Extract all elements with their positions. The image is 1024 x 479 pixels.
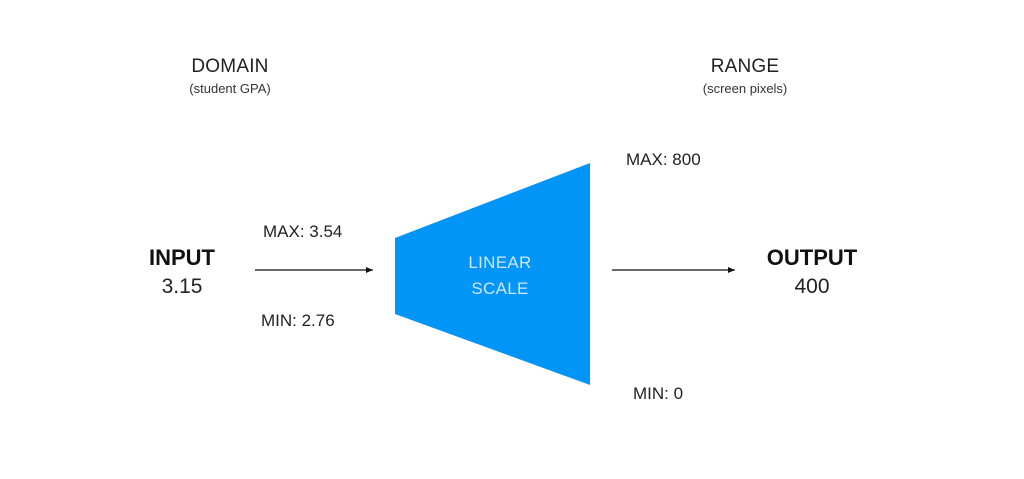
domain-title: DOMAIN: [191, 56, 269, 77]
output-title: OUTPUT: [766, 245, 858, 270]
linear-scale-line2: SCALE: [471, 279, 529, 298]
range-title: RANGE: [710, 56, 780, 77]
input-title: INPUT: [149, 245, 215, 270]
linear-scale-shape: [395, 163, 590, 385]
output-value: 400: [794, 275, 830, 298]
range-subtitle: (screen pixels): [702, 81, 788, 96]
domain-max-label: MAX: 3.54: [263, 222, 343, 241]
range-min-label: MIN: 0: [633, 384, 684, 403]
range-max-label: MAX: 800: [626, 150, 701, 169]
input-value: 3.15: [161, 275, 203, 298]
linear-scale-line1: LINEAR: [468, 253, 532, 272]
linear-scale-label: LINEAR SCALE: [440, 250, 560, 302]
domain-min-label: MIN: 2.76: [261, 311, 335, 330]
domain-subtitle: (student GPA): [189, 81, 271, 96]
